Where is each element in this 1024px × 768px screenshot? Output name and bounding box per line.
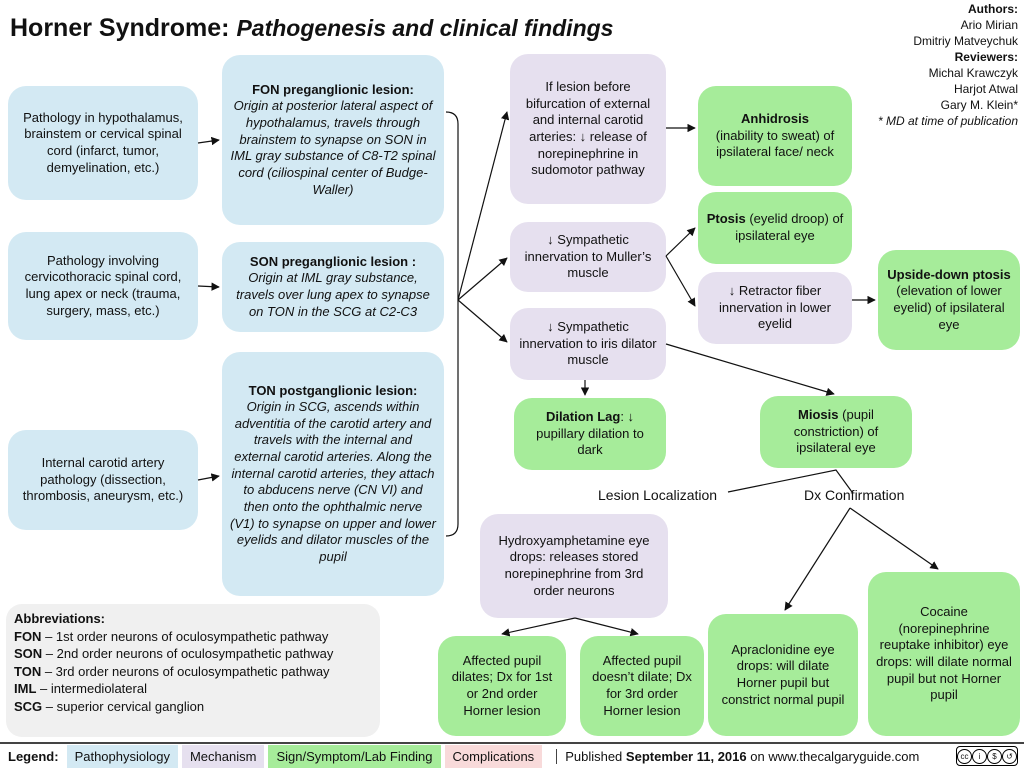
creative-commons-icon: cc i $ ↺ [956,746,1018,766]
legend-sign: Sign/Symptom/Lab Finding [268,744,441,768]
pathology-cervicothoracic: Pathology involving cervicothoracic spin… [8,232,198,340]
legend-mechanism: Mechanism [181,744,265,768]
abbreviation-item: IML – intermediolateral [14,681,147,697]
arrow [665,227,696,257]
abbreviations-panel: Abbreviations: FON – 1st order neurons o… [6,604,380,737]
apraclonidine-test: Apraclonidine eye drops: will dilate Hor… [708,614,858,736]
abbreviation-item: TON – 3rd order neurons of oculosympathe… [14,663,330,679]
anhidrosis-finding: Anhidrosis (inability to sweat) of ipsil… [698,86,852,186]
reviewer-name: Michal Krawczyk [928,65,1018,80]
arrow [501,617,576,637]
fon-lesion: FON preganglionic lesion: Origin at post… [222,55,444,225]
abbreviation-item: SCG – superior cervical ganglion [14,698,205,714]
cc-nc-icon: $ [987,748,1002,764]
arrow [197,136,220,146]
published-info: Published September 11, 2016 on www.thec… [556,748,919,764]
lesion-localization-label: Lesion Localization [598,487,718,503]
cc-by-icon: i [972,748,987,764]
author-name: Ario Mirian [960,17,1018,32]
arrow [665,255,696,307]
reviewer-name: Gary M. Klein* [940,97,1018,112]
affected-pupil-no-dilation: Affected pupil doesn’t dilate; Dx for 3r… [580,636,704,736]
bifurcation-mechanism: If lesion before bifurcation of external… [510,54,666,204]
cc-sa-icon: ↺ [1002,748,1017,764]
arrow [784,507,851,611]
cc-circle-icon: cc [957,748,972,764]
abbreviations-heading: Abbreviations: [14,611,106,626]
split-line [727,469,853,493]
abbreviation-item: FON – 1st order neurons of oculosympathe… [14,628,329,644]
reviewers-label: Reviewers: [954,49,1018,64]
arrow [665,343,835,396]
reviewer-name: Harjot Atwal [953,81,1018,96]
ton-lesion: TON postganglionic lesion: Origin in SCG… [222,352,444,596]
authors-block: Authors: Ario Mirian Dmitriy Matveychuk … [878,2,1018,130]
hydroxyamphetamine-test: Hydroxyamphetamine eye drops: releases s… [480,514,668,618]
pathology-central: Pathology in hypothalamus, brainstem or … [8,86,198,200]
abbreviation-item: SON – 2nd order neurons of oculosympathe… [14,646,334,662]
ptosis-finding: Ptosis (eyelid droop) of ipsilateral eye [698,192,852,264]
pathology-carotid: Internal carotid artery pathology (disse… [8,430,198,530]
legend-bar: Legend: Pathophysiology Mechanism Sign/S… [0,742,1024,768]
muller-mechanism: ↓ Sympathetic innervation to Muller’s mu… [510,222,666,292]
son-lesion: SON preganglionic lesion : Origin at IML… [222,242,444,332]
retractor-mechanism: ↓ Retractor fiber innervation in lower e… [698,272,852,344]
legend-complications: Complications [444,744,543,768]
cocaine-test: Cocaine (norepinephrine reuptake inhibit… [868,572,1020,736]
dilation-lag-finding: Dilation Lag: ↓ pupillary dilation to da… [514,398,666,470]
legend-pathophysiology: Pathophysiology [66,744,178,768]
iris-mechanism: ↓ Sympathetic innervation to iris dilato… [510,308,666,380]
authors-note: * MD at time of publication [877,113,1018,128]
arrow [457,299,508,343]
arrow [457,257,508,301]
bracket [445,111,459,537]
arrow [574,617,639,637]
legend-label: Legend: [8,748,59,764]
arrow [457,111,510,301]
arrow [197,282,220,291]
affected-pupil-dilates: Affected pupil dilates; Dx for 1st or 2n… [438,636,566,736]
author-name: Dmitriy Matveychuk [913,33,1018,48]
page-subtitle: Pathogenesis and clinical findings [236,15,614,41]
authors-label: Authors: [968,2,1018,16]
arrow [197,473,220,482]
page-title: Horner Syndrome: Pathogenesis and clinic… [10,14,614,42]
arrow [849,507,939,570]
dx-confirmation-label: Dx Confirmation [804,487,905,503]
upside-down-ptosis-finding: Upside-down ptosis (elevation of lower e… [878,250,1020,350]
miosis-finding: Miosis (pupil constriction) of ipsilater… [760,396,912,468]
